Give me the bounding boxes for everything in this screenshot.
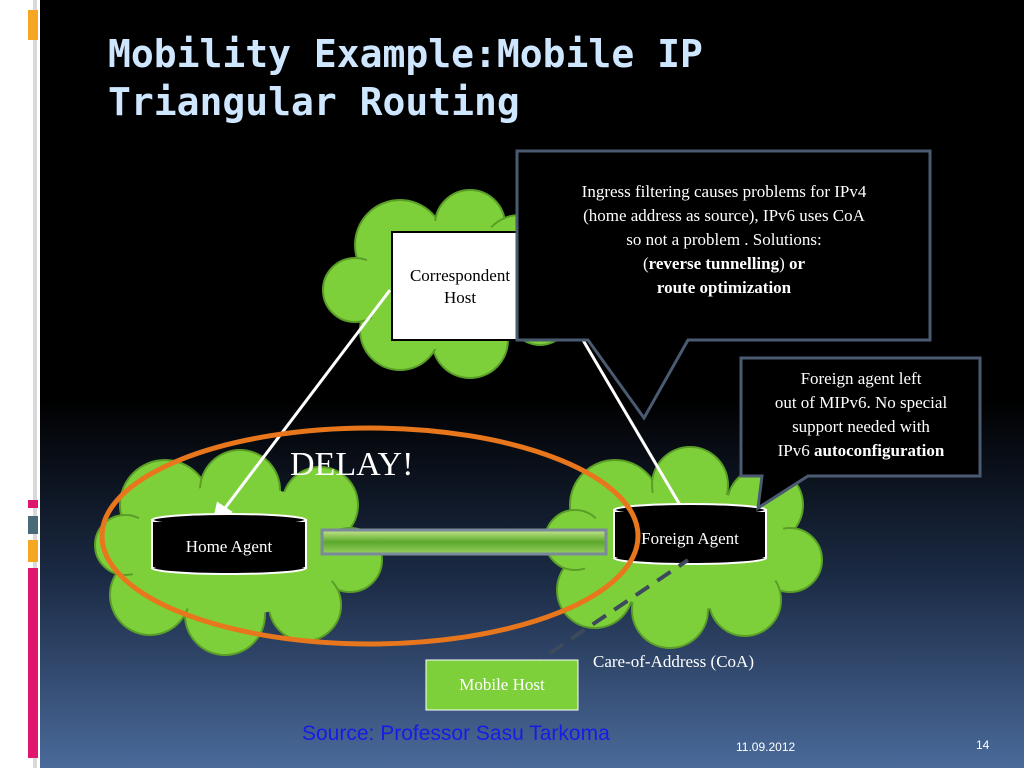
foreign-autoconfiguration: autoconfiguration bbox=[814, 441, 945, 460]
ingress-line-4: (reverse tunnelling) or bbox=[520, 252, 928, 276]
ingress-line-3: so not a problem . Solutions: bbox=[626, 230, 822, 249]
decor-mark-orange bbox=[28, 10, 38, 40]
mobile-host-box bbox=[425, 659, 579, 711]
ingress-paren-open: ( bbox=[642, 254, 649, 273]
ingress-line-5: route optimization bbox=[520, 276, 928, 300]
foreign-callout-shape bbox=[739, 356, 982, 511]
foreign-line-1: Foreign agent left bbox=[800, 369, 922, 388]
ingress-line-1: Ingress filtering causes problems for IP… bbox=[581, 182, 867, 201]
care-of-address-label: Care-of-Address (CoA) bbox=[593, 652, 754, 671]
decor-mark-magenta bbox=[28, 500, 38, 508]
ingress-reverse-tunnelling: reverse tunnelling bbox=[648, 254, 780, 273]
ingress-route-optimization: route optimization bbox=[656, 278, 792, 297]
footer-date: 11.09.2012 bbox=[736, 740, 796, 754]
title-line-2: Triangular Routing bbox=[108, 80, 520, 124]
foreign-ipv6: IPv6 bbox=[777, 441, 815, 460]
foreign-agent-cylinder bbox=[613, 503, 767, 565]
slide-title: Mobility Example:Mobile IP Triangular Ro… bbox=[108, 30, 868, 126]
foreign-line-4: IPv6 autoconfiguration bbox=[742, 439, 980, 463]
source-credit: Source: Professor Sasu Tarkoma bbox=[302, 722, 610, 745]
tunnel-bar bbox=[320, 528, 608, 556]
ingress-callout-shape bbox=[515, 149, 932, 421]
correspondent-host-box bbox=[391, 231, 529, 341]
correspondent-host-label: Correspondent Host bbox=[392, 265, 528, 309]
ingress-callout-text: Ingress filtering causes problems for IP… bbox=[520, 180, 928, 300]
ingress-paren-close: ) bbox=[779, 254, 785, 273]
decor-mark-pink bbox=[28, 568, 38, 758]
correspondent-host-line-1: Correspondent bbox=[409, 266, 511, 285]
delay-label: DELAY! bbox=[290, 446, 414, 483]
foreign-callout-text: Foreign agent left out of MIPv6. No spec… bbox=[742, 367, 980, 463]
decor-mark-yellow bbox=[28, 540, 38, 562]
delay-ellipse bbox=[99, 425, 641, 647]
ingress-line-2: (home address as source), IPv6 uses CoA bbox=[583, 206, 865, 225]
title-line-1: Mobility Example:Mobile IP bbox=[108, 32, 703, 76]
mobile-host-label: Mobile Host bbox=[459, 675, 545, 694]
left-decor-stripe bbox=[33, 0, 37, 768]
decor-mark-teal bbox=[28, 516, 38, 534]
mobile-link-dashed bbox=[526, 558, 690, 670]
ingress-or: or bbox=[784, 254, 806, 273]
correspondent-host-line-2: Host bbox=[443, 288, 477, 307]
foreign-line-2: out of MIPv6. No special bbox=[774, 393, 948, 412]
foreign-agent-label: Foreign Agent bbox=[641, 529, 739, 548]
left-decor-bar bbox=[0, 0, 40, 768]
home-agent-cylinder bbox=[151, 513, 307, 575]
foreign-line-3: support needed with bbox=[792, 417, 930, 436]
home-agent-label: Home Agent bbox=[185, 537, 273, 556]
footer-page-number: 14 bbox=[976, 738, 990, 752]
